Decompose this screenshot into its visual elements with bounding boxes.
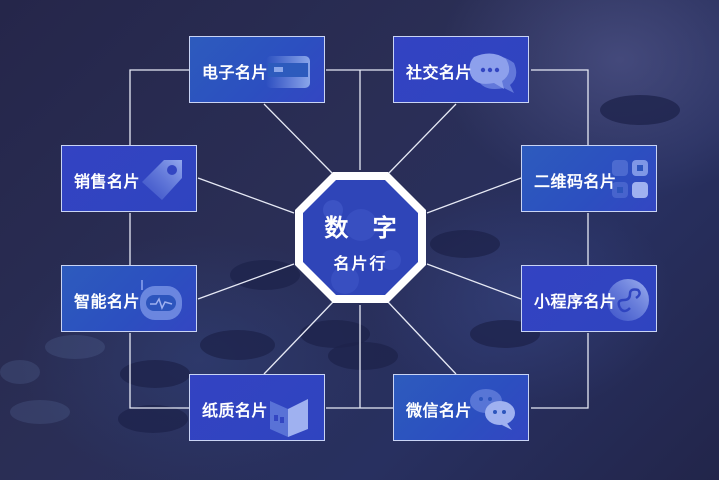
bg-app-bubble bbox=[430, 230, 500, 258]
mini-program-icon bbox=[607, 279, 649, 321]
node-mini-program-card[interactable]: 小程序名片 bbox=[521, 265, 657, 332]
octagon-shape bbox=[295, 172, 426, 303]
node-label: 微信名片 bbox=[406, 401, 473, 420]
price-tag-icon bbox=[142, 160, 182, 200]
node-label: 销售名片 bbox=[74, 172, 141, 191]
bg-app-bubble bbox=[200, 330, 275, 360]
node-label: 电子名片 bbox=[202, 63, 269, 82]
qr-code-icon bbox=[612, 160, 648, 198]
bg-app-bubble bbox=[328, 342, 398, 370]
chat-bubble-icon bbox=[469, 53, 517, 93]
bg-app-bubble bbox=[10, 400, 70, 424]
node-wechat-card[interactable]: 微信名片 bbox=[393, 374, 529, 441]
center-hub: 数 字 名片行 bbox=[293, 170, 428, 305]
node-label: 二维码名片 bbox=[534, 172, 617, 191]
bg-app-bubble bbox=[120, 360, 190, 388]
node-smart-card[interactable]: 智能名片 bbox=[61, 265, 197, 332]
node-sales-card[interactable]: 销售名片 bbox=[61, 145, 197, 212]
bg-app-bubble bbox=[45, 335, 105, 359]
node-social-card[interactable]: 社交名片 bbox=[393, 36, 529, 103]
card-icon bbox=[266, 56, 310, 88]
wechat-icon bbox=[470, 389, 515, 430]
robot-icon bbox=[140, 280, 182, 320]
node-paper-card[interactable]: 纸质名片 bbox=[189, 374, 325, 441]
center-title: 数 字 bbox=[324, 214, 405, 242]
node-electronic-card[interactable]: 电子名片 bbox=[189, 36, 325, 103]
center-subtitle: 名片行 bbox=[333, 254, 388, 273]
node-label: 社交名片 bbox=[406, 63, 473, 82]
bg-app-bubble bbox=[0, 360, 40, 384]
node-label: 纸质名片 bbox=[202, 401, 269, 420]
node-label: 智能名片 bbox=[74, 292, 141, 311]
node-label: 小程序名片 bbox=[534, 292, 617, 311]
bg-app-bubble bbox=[118, 405, 188, 433]
node-qrcode-card[interactable]: 二维码名片 bbox=[521, 145, 657, 212]
bg-app-bubble bbox=[600, 95, 680, 125]
book-icon bbox=[270, 399, 308, 437]
